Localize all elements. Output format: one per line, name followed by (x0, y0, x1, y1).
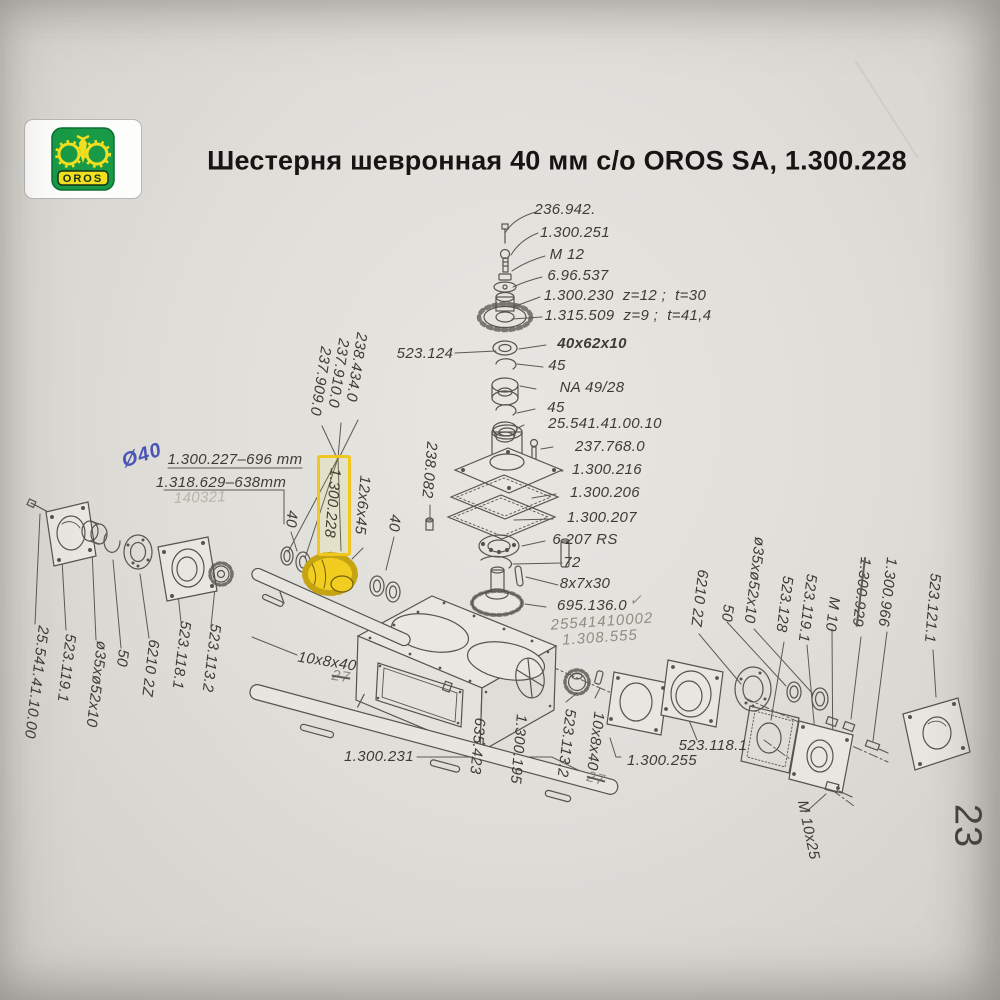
part-label-695-136-0: 695.136.0 (557, 597, 627, 615)
bottom-parts-row (563, 659, 724, 736)
bearing-plate-stack (425, 424, 570, 617)
part-label-45-b: 45 (547, 399, 565, 417)
part-label-50-left: 50 (112, 648, 132, 668)
handwritten-check-mark: ✓ (629, 592, 643, 610)
part-label-8x7x30: 8x7x30 (559, 575, 611, 593)
part-label-m12: M 12 (549, 246, 585, 264)
part-label-40x62x10: 40x62x10 (557, 335, 627, 353)
gearbox-housing (355, 595, 558, 754)
dim-label-1-318-629: 1.318.629–638mm (155, 474, 287, 492)
dim-label-1-300-227: 1.300.227–696 mm (167, 451, 303, 469)
paper-crease (855, 61, 919, 159)
part-label-1-300-251: 1.300.251 (540, 224, 610, 242)
page-title: Шестерня шевронная 40 мм с/о OROS SA, 1.… (207, 145, 907, 176)
part-label-236-942: 236.942. (534, 201, 596, 219)
part-label-72: 72 (563, 554, 581, 572)
part-label-1-300-231: 1.300.231 (344, 748, 414, 766)
right-parts-row (734, 666, 889, 798)
part-label-1-315-509: 1.315.509 z=9 ; t=41,4 (544, 307, 712, 325)
left-parts-row (26, 498, 234, 602)
erased-note: 140321 (173, 488, 227, 508)
handwritten-27-upper: 27 (330, 666, 352, 687)
part-label-696-537: 6.96.537 (547, 267, 609, 285)
highlighted-gear (302, 552, 358, 596)
part-label-523-124: 523.124 (396, 345, 454, 363)
part-label-50-right: 50 (717, 603, 737, 623)
part-label-m10: M 10 (821, 595, 843, 633)
part-label-na-49-28: NA 49/28 (559, 379, 625, 397)
far-right-plate (902, 697, 971, 771)
logo-text: OROS (63, 173, 103, 185)
part-label-40-right: 40 (385, 513, 404, 533)
top-fastener-stack (476, 223, 539, 460)
part-label-1-300-255: 1.300.255 (627, 752, 697, 770)
part-label-45-a: 45 (548, 357, 566, 375)
oros-logo-card: OROS (24, 119, 142, 199)
part-label-40-left: 40 (282, 509, 301, 529)
part-label-25-541-41-00-10: 25.541.41.00.10 (548, 415, 662, 433)
shafts (249, 567, 619, 803)
oros-logo-icon: OROS (51, 127, 115, 191)
part-label-237-768-0: 237.768.0 (575, 438, 645, 456)
page-number: 23 (946, 803, 989, 849)
part-label-523-118-1-right: 523.118.1 (678, 737, 748, 755)
part-label-6207-rs: 6 207 RS (552, 531, 618, 549)
bug-icon (79, 137, 87, 163)
part-label-1-300-216: 1.300.216 (572, 461, 642, 479)
part-label-1-300-206: 1.300.206 (570, 484, 640, 502)
highlight-box-1-300-228 (317, 455, 351, 556)
part-label-1-300-207: 1.300.207 (567, 509, 637, 527)
part-label-1-300-230: 1.300.230 z=12 ; t=30 (543, 287, 707, 305)
